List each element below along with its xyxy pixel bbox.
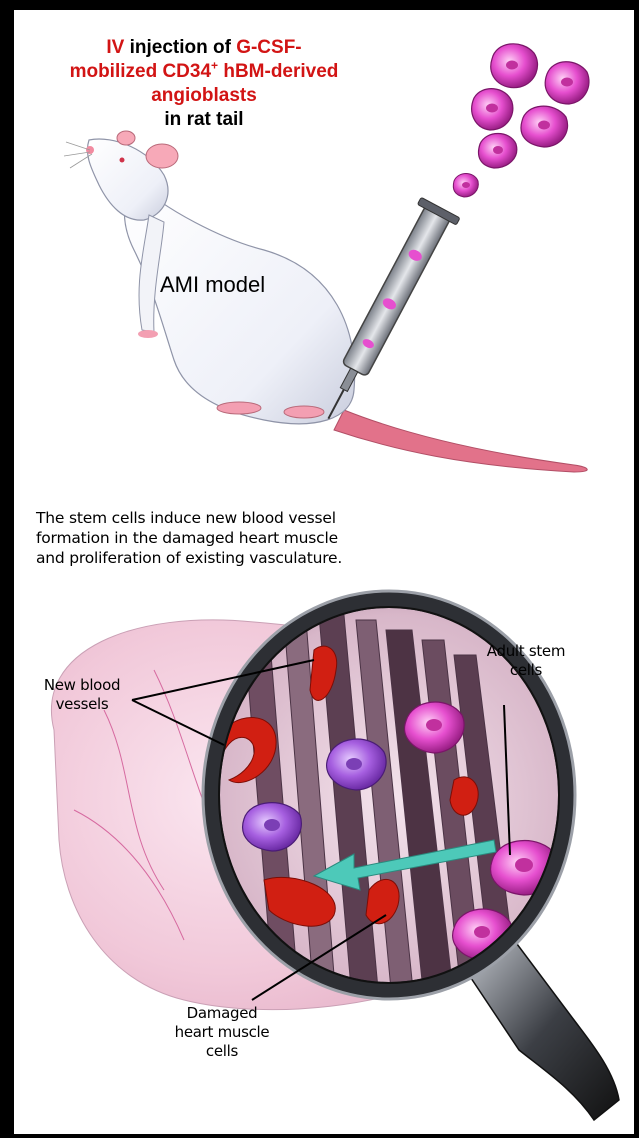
label-line: Adult stem bbox=[476, 642, 576, 661]
blood-vessel bbox=[214, 718, 276, 783]
stem-cell-purple bbox=[327, 739, 387, 790]
stem-cell bbox=[491, 44, 538, 88]
stem-cell-pink bbox=[491, 841, 558, 895]
title-site: in rat tail bbox=[164, 109, 243, 130]
stem-cell bbox=[521, 106, 568, 147]
blood-vessel bbox=[450, 777, 478, 815]
title-agent: G-CSF- bbox=[236, 37, 301, 58]
rat-ear bbox=[117, 131, 135, 145]
rat-eye bbox=[120, 158, 125, 163]
title-cell-marker: mobilized CD34 bbox=[70, 61, 211, 82]
label-line: vessels bbox=[32, 695, 132, 714]
label-line: cells bbox=[476, 661, 576, 680]
label-new-blood-vessels: New blood vessels bbox=[32, 676, 132, 714]
blood-vessel bbox=[264, 877, 335, 926]
title-cell-source: hBM-derived bbox=[218, 61, 338, 82]
leader-lines bbox=[132, 660, 510, 1000]
blood-vessel bbox=[366, 879, 399, 923]
stem-cell bbox=[453, 174, 478, 198]
magnifier-handle bbox=[469, 940, 619, 1120]
stem-cell bbox=[472, 89, 513, 130]
label-line: New blood bbox=[32, 676, 132, 695]
caption-text: The stem cells induce new blood vessel f… bbox=[36, 508, 506, 568]
blood-vessel bbox=[310, 646, 337, 700]
migration-arrow bbox=[314, 840, 496, 890]
title-text: injection of bbox=[124, 37, 236, 58]
rat-hind-foot bbox=[217, 402, 261, 414]
title-cell-type: angioblasts bbox=[151, 85, 257, 106]
rat-body bbox=[125, 180, 355, 424]
stem-cell bbox=[479, 134, 517, 169]
label-line: cells bbox=[162, 1042, 282, 1061]
stem-cell-purple bbox=[243, 803, 302, 851]
rat-tail bbox=[334, 410, 587, 472]
caption-line: formation in the damaged heart muscle bbox=[36, 528, 506, 548]
figure-panel: IV injection of G-CSF- mobilized CD34+ h… bbox=[14, 10, 634, 1134]
stem-cell-pink bbox=[453, 909, 513, 960]
label-adult-stem-cells: Adult stem cells bbox=[476, 642, 576, 680]
injection-title: IV injection of G-CSF- mobilized CD34+ h… bbox=[54, 36, 354, 132]
stem-cell-pink bbox=[405, 702, 465, 753]
rat-ear bbox=[146, 144, 178, 168]
rat-hind-foot bbox=[284, 406, 324, 418]
label-line: heart muscle bbox=[162, 1023, 282, 1042]
label-line: Damaged bbox=[162, 1004, 282, 1023]
title-superscript: + bbox=[211, 59, 218, 73]
label-damaged-heart-muscle: Damaged heart muscle cells bbox=[162, 1004, 282, 1061]
title-route: IV bbox=[106, 37, 124, 58]
caption-line: The stem cells induce new blood vessel bbox=[36, 508, 506, 528]
caption-line: and proliferation of existing vasculatur… bbox=[36, 548, 506, 568]
ami-model-label: AMI model bbox=[160, 272, 265, 298]
stem-cell bbox=[545, 62, 589, 104]
